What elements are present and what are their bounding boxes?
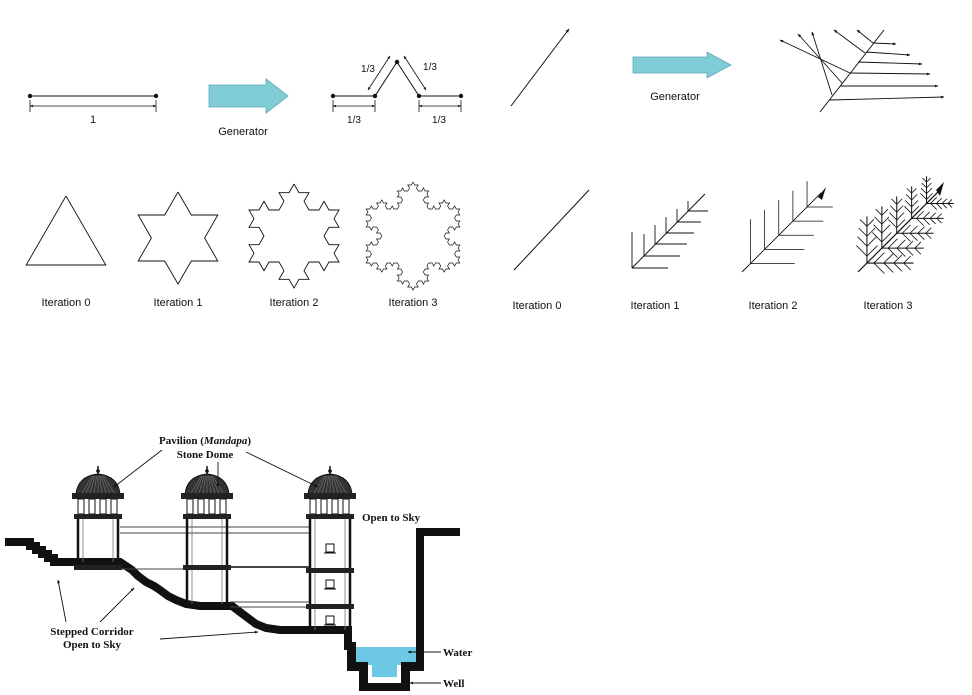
tree-generator-left-branch [779,39,851,74]
koch-generator-arrow-icon [208,78,289,114]
open-to-sky-label: Open to Sky [362,512,421,524]
koch-third-label-right-base: 1/3 [432,115,446,126]
tree-generator-right-branch [829,95,945,101]
koch-iteration-0-shape [25,195,107,266]
tree-iteration-0-shape [513,189,590,271]
tree-iteration-2-shape [741,181,833,273]
well-label: Well [443,678,464,690]
tree-iteration-3-shape [856,176,954,274]
pavilions [72,466,356,630]
annotation-arrows [57,449,441,685]
pavilion-label: Pavilion (Mandapa) [159,435,251,447]
tree-generator-left-branch [833,29,866,54]
tree-generator-trunk [819,29,885,113]
koch-third-label-left-base: 1/3 [347,115,361,126]
tree-iteration-0-label: Iteration 0 [513,300,562,312]
tree-iteration-2-label: Iteration 2 [749,300,798,312]
koch-iteration-3-shape [365,181,461,291]
koch-iteration-3-label: Iteration 3 [389,297,438,309]
corridor-label-line-1: Stepped Corridor [50,626,134,638]
dome-label: Stone Dome [177,449,234,461]
koch-iteration-1-shape [137,191,219,285]
tree-generator-arrow-icon [632,51,732,79]
tree-generator-panel: Generator [510,28,945,113]
corridor-label-line-2: Open to Sky [63,639,122,651]
pavilion-2 [181,466,233,604]
koch-length-label: 1 [90,114,96,126]
tree-iteration-1-label: Iteration 1 [631,300,680,312]
koch-generator-panel: 1 Generator 1/3 1/3 1/3 1/3 [27,55,464,138]
koch-iteration-2-shape [248,183,340,289]
koch-iteration-2-label: Iteration 2 [270,297,319,309]
tree-generator-label: Generator [650,91,700,103]
tree-iteration-shapes [513,176,954,274]
koch-iterations-panel: Iteration 0 Iteration 1 Iteration 2 Iter… [25,181,461,309]
pavilion-3 [304,466,356,630]
stepwell-section: Pavilion (Mandapa) Stone Dome Open to Sk… [5,435,472,691]
water-label: Water [443,647,472,659]
tree-generator-right-branch [865,51,911,57]
tree-iterations-panel: Iteration 0 Iteration 1 Iteration 2 Iter… [513,176,954,312]
step-profile [5,528,460,691]
tree-generator-left-branch [811,31,833,96]
koch-iteration-1-label: Iteration 1 [154,297,203,309]
tree-generator-right-branch [857,61,923,66]
koch-iteration-shapes [25,181,461,291]
koch-third-label-left-slope: 1/3 [361,64,375,75]
corridor-beams [120,526,310,608]
tree-iteration-3-label: Iteration 3 [864,300,913,312]
koch-third-label-right-slope: 1/3 [423,62,437,73]
tree-generator-output [779,29,945,113]
koch-generator-label: Generator [218,126,268,138]
tree-generator-right-branch [872,42,897,46]
water-fill [352,647,416,665]
koch-iteration-0-label: Iteration 0 [42,297,91,309]
tree-generator-right-branch [849,72,931,76]
tree-iteration-1-shape [631,193,708,269]
tree-generator-left-branch [856,29,874,44]
pavilion-1 [72,466,124,570]
